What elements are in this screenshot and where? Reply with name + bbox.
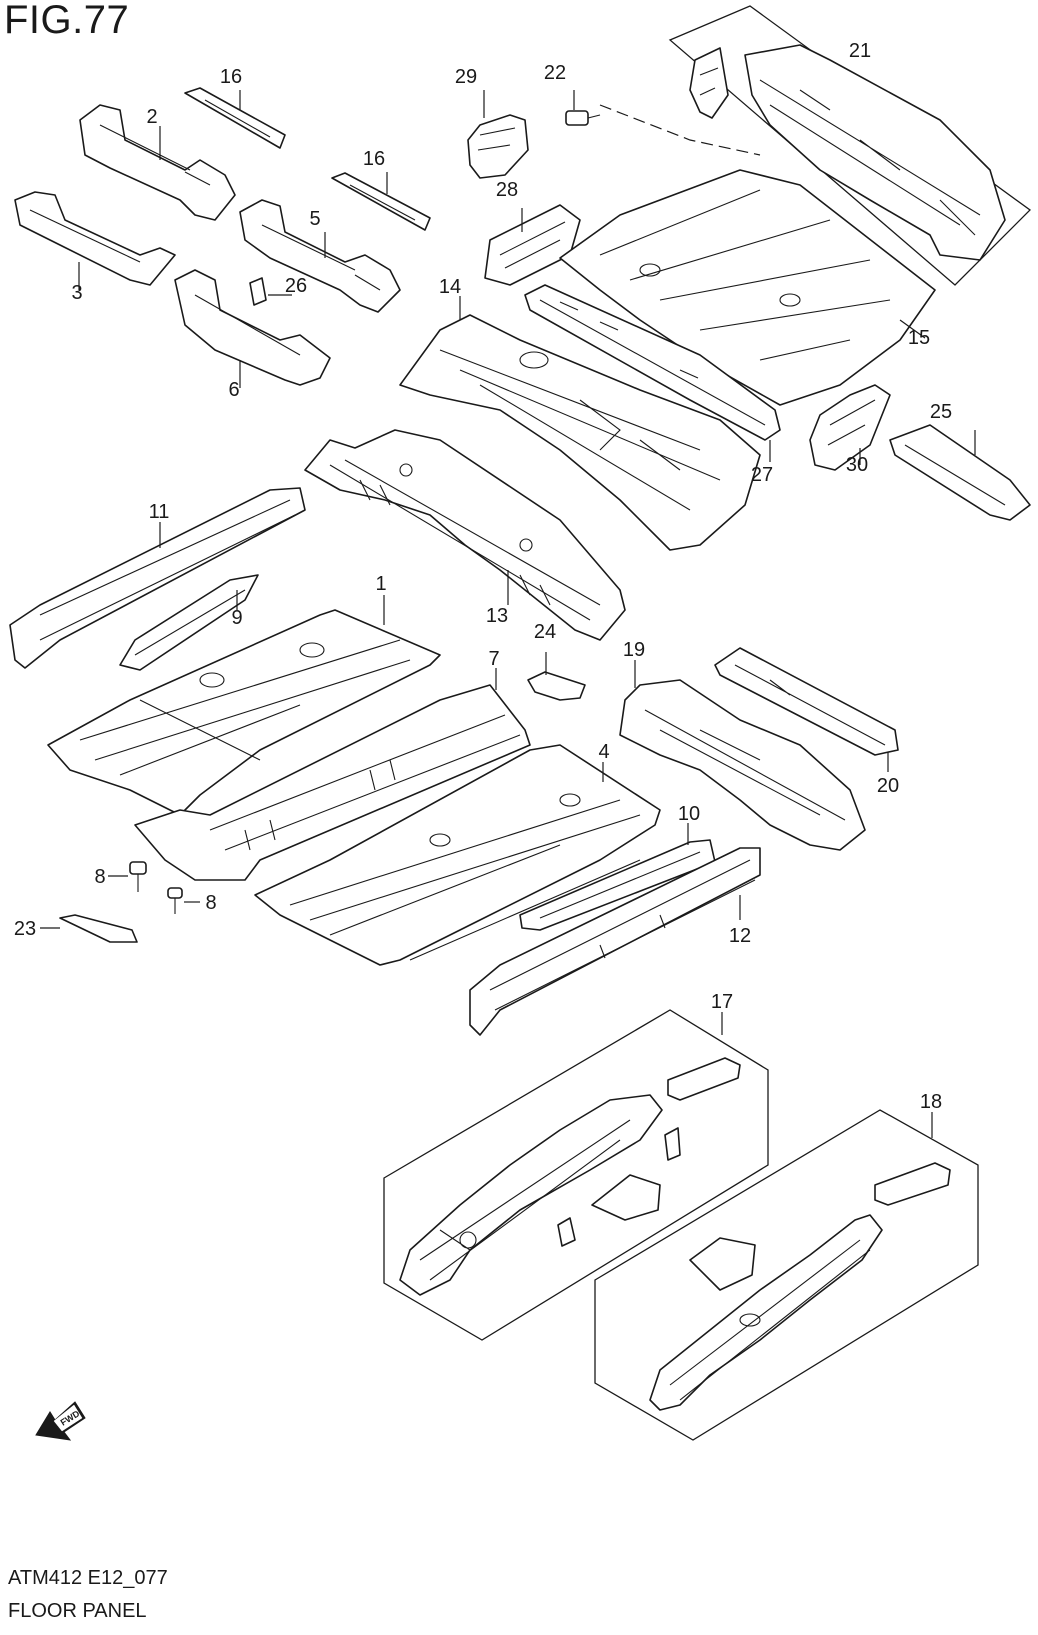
- callout-2: 2: [146, 106, 157, 128]
- callout-16a: 16: [220, 66, 242, 88]
- part-21-rear-panel[interactable]: [689, 44, 1006, 261]
- part-17-front-side-member[interactable]: [399, 1057, 741, 1296]
- callout-17: 17: [711, 991, 733, 1013]
- callout-30: 30: [846, 454, 868, 476]
- part-8-bolt-a[interactable]: [129, 861, 147, 892]
- part-12-side-sill[interactable]: [469, 847, 761, 1036]
- callout-20: 20: [877, 775, 899, 797]
- callout-29: 29: [455, 66, 477, 88]
- callout-9: 9: [231, 607, 242, 629]
- callout-10: 10: [678, 803, 700, 825]
- callout-27: 27: [751, 464, 773, 486]
- leader-15: [899, 319, 926, 339]
- callout-6: 6: [228, 379, 239, 401]
- callout-1: 1: [375, 573, 386, 595]
- part-16-reinforcement-lower[interactable]: [331, 172, 431, 231]
- part-1-front-floor[interactable]: [47, 609, 441, 816]
- callout-12: 12: [729, 925, 751, 947]
- callout-8a: 8: [94, 866, 105, 888]
- callout-22: 22: [544, 62, 566, 84]
- part-11-side-sill[interactable]: [9, 487, 306, 669]
- part-24-bracket[interactable]: [527, 671, 586, 701]
- group-box-21: [668, 5, 1031, 286]
- figure-code: ATM412 E12_077: [8, 1567, 168, 1589]
- part-4-floor-panel[interactable]: [254, 744, 661, 966]
- part-20-crossmember[interactable]: [714, 647, 899, 756]
- part-22-dash-leader: [599, 104, 761, 156]
- part-29-bracket[interactable]: [467, 114, 529, 179]
- callout-7: 7: [488, 648, 499, 670]
- part-22-bolt[interactable]: [565, 110, 601, 126]
- callout-24: 24: [534, 621, 556, 643]
- callout-26: 26: [285, 275, 307, 297]
- fwd-arrow-icon: FWD: [35, 1401, 86, 1441]
- part-27-crossmember[interactable]: [524, 284, 781, 441]
- part-23-plate[interactable]: [59, 914, 138, 943]
- part-9-reinforcement[interactable]: [119, 574, 259, 671]
- callout-14: 14: [439, 276, 461, 298]
- figure-title: FIG.77: [4, 0, 130, 42]
- callout-13: 13: [486, 605, 508, 627]
- callout-19: 19: [623, 639, 645, 661]
- part-30-bracket[interactable]: [809, 384, 891, 471]
- figure-name: FLOOR PANEL: [8, 1600, 147, 1622]
- callout-18: 18: [920, 1091, 942, 1113]
- part-2-crossmember[interactable]: [79, 104, 236, 221]
- part-7-floor-tunnel[interactable]: [134, 684, 531, 881]
- part-16-reinforcement-upper[interactable]: [184, 87, 286, 149]
- part-26-clip[interactable]: [249, 277, 267, 306]
- part-28-bracket[interactable]: [484, 204, 581, 286]
- group-box-18: [594, 1109, 979, 1441]
- group-box-17: [383, 1009, 769, 1341]
- part-3-crossmember[interactable]: [14, 191, 176, 286]
- part-14-floor-panel[interactable]: [399, 314, 761, 551]
- part-15-rear-floor[interactable]: [559, 169, 936, 406]
- part-6-crossmember[interactable]: [174, 269, 331, 386]
- part-5-crossmember[interactable]: [239, 199, 401, 313]
- callout-16b: 16: [363, 148, 385, 170]
- part-25-bracket[interactable]: [889, 424, 1031, 521]
- callout-15: 15: [908, 327, 930, 349]
- part-19-side-member[interactable]: [619, 679, 866, 851]
- callout-4: 4: [598, 741, 609, 763]
- callout-11: 11: [149, 501, 170, 523]
- callout-8b: 8: [205, 892, 216, 914]
- callout-3: 3: [71, 282, 82, 304]
- part-13-floor-tunnel[interactable]: [304, 429, 626, 641]
- callout-21: 21: [849, 40, 871, 62]
- callout-28: 28: [496, 179, 518, 201]
- callout-25: 25: [930, 401, 952, 423]
- part-18-front-side-member[interactable]: [649, 1162, 951, 1411]
- callout-5: 5: [309, 208, 320, 230]
- part-8-bolt-b[interactable]: [167, 887, 183, 914]
- callout-23: 23: [14, 918, 36, 940]
